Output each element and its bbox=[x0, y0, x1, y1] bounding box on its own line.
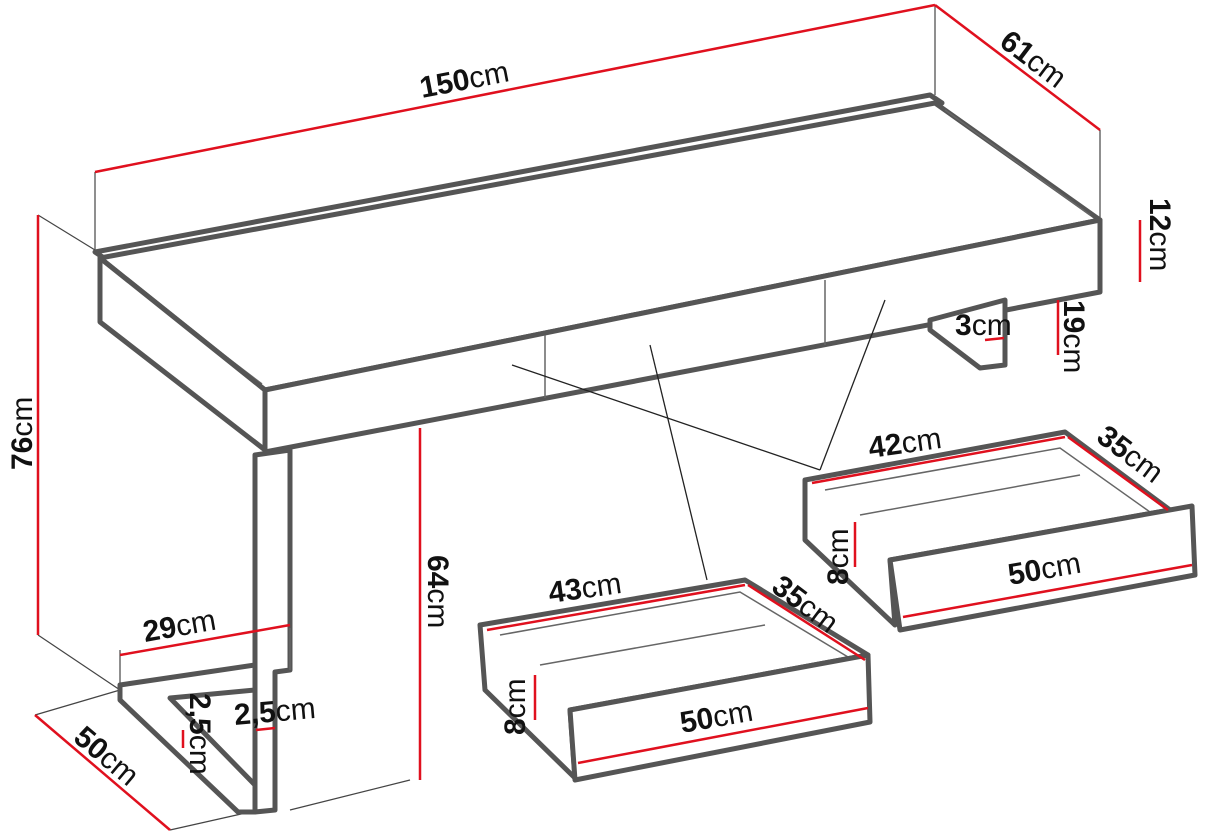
drawer-left-front bbox=[567, 652, 873, 783]
drawer-right bbox=[802, 429, 1198, 633]
label-drawer-right-height: 8cm bbox=[822, 528, 855, 585]
label-total-height: 76cm bbox=[6, 397, 39, 470]
label-leg-thickness-v: 2,5cm bbox=[183, 693, 216, 775]
label-clearance: 64cm bbox=[421, 555, 454, 628]
label-top-height: 12cm bbox=[1143, 198, 1176, 271]
label-drawer-right-inner-width: 42cm bbox=[866, 422, 943, 465]
label-drawer-left-front: 50cm bbox=[677, 695, 755, 740]
label-drawer-left-height: 8cm bbox=[499, 678, 532, 735]
desk-front bbox=[262, 217, 1103, 455]
drawer-left bbox=[477, 577, 873, 783]
label-drawer-left-inner-width: 43cm bbox=[546, 567, 623, 610]
label-leg-top: 29cm bbox=[140, 604, 218, 649]
label-leg-offset: 19cm bbox=[1057, 300, 1090, 373]
extension-lines bbox=[34, 5, 1101, 831]
leader-lines bbox=[511, 299, 886, 581]
left-leg-base bbox=[117, 662, 258, 815]
label-leg-depth: 50cm bbox=[68, 720, 145, 792]
label-leg-gap: 3cm bbox=[955, 309, 1012, 342]
label-leg-thickness-h: 2,5cm bbox=[233, 692, 317, 732]
drawer-right-front bbox=[887, 503, 1198, 633]
right-leg bbox=[927, 297, 1008, 371]
label-drawer-right-front: 50cm bbox=[1005, 547, 1083, 592]
dimension-lines bbox=[34, 3, 1193, 831]
desk bbox=[92, 92, 1103, 815]
